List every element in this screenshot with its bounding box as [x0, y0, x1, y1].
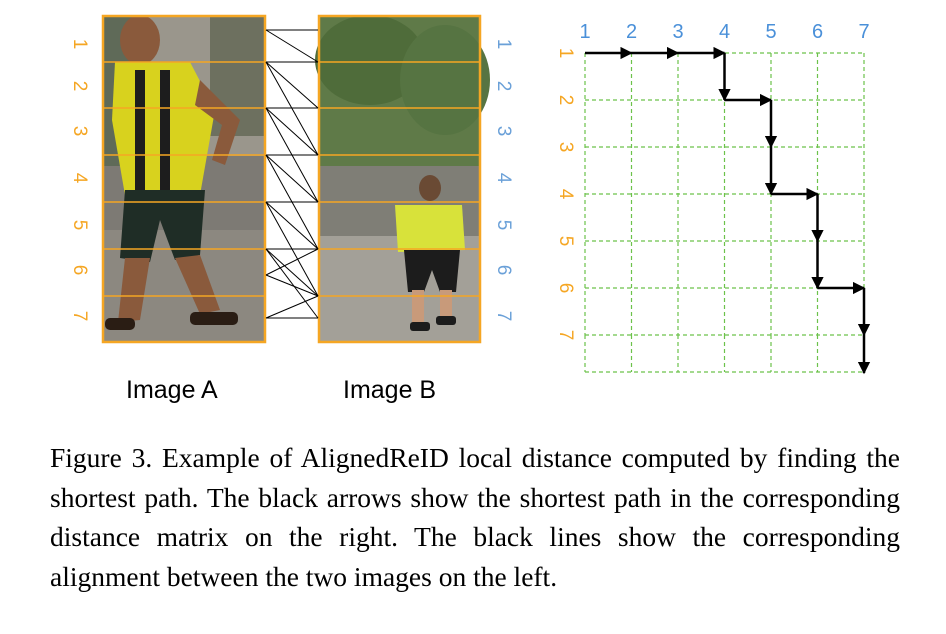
image-a-stripe-number: 2	[69, 81, 90, 92]
image-a-stripe-number: 1	[69, 39, 90, 50]
image-a-stripe-number: 7	[69, 311, 90, 322]
image-b-stripe-numbers: 1 2 3 4 5 6 7	[493, 39, 514, 322]
image-b-stripe-number: 7	[493, 311, 514, 322]
alignment-line	[265, 248, 319, 319]
alignment-lines	[265, 29, 319, 319]
figure-caption: Figure 3. Example of AlignedReID local d…	[50, 442, 900, 592]
alignment-line	[265, 107, 319, 156]
matrix-column-number: 3	[672, 21, 683, 43]
matrix-column-number: 1	[579, 21, 590, 43]
image-a-label: Image A	[126, 376, 218, 404]
matrix-row-numbers: 1 2 3 4 5 6 7	[555, 48, 576, 341]
image-a-stripe-number: 6	[69, 265, 90, 276]
image-b-stripe-number: 4	[493, 173, 514, 184]
alignment-line	[265, 107, 319, 203]
image-b-stripe-number: 3	[493, 126, 514, 137]
image-b-photo	[315, 15, 490, 342]
alignment-line	[265, 201, 319, 250]
alignment-line	[265, 274, 319, 297]
matrix-row-number: 7	[555, 330, 576, 341]
matrix-row-number: 4	[555, 189, 576, 200]
image-a-stripe-number: 3	[69, 126, 90, 137]
matrix-column-number: 5	[765, 21, 776, 43]
alignment-line	[265, 154, 319, 203]
image-a-stripe-numbers: 1 2 3 4 5 6 7	[69, 39, 90, 322]
matrix-row-number: 6	[555, 283, 576, 294]
alignment-line	[265, 29, 319, 63]
alignment-line	[265, 295, 319, 319]
alignment-line	[265, 248, 319, 276]
alignment-line	[265, 61, 319, 109]
image-a-border	[101, 14, 267, 344]
alignment-figure: 1 2 3 4 5 6 7 1 2 3 4 5 6 7 1 2 3 4 5 6 7 1 2 3 4 5 6 7	[69, 14, 871, 375]
matrix-row-number: 5	[555, 236, 576, 247]
matrix-column-number: 4	[719, 21, 730, 43]
image-b-stripe-number: 1	[493, 39, 514, 50]
alignment-line	[265, 248, 319, 297]
image-b-stripe-number: 2	[493, 81, 514, 92]
image-b-stripe-lines	[319, 61, 480, 297]
image-b-border	[317, 14, 482, 344]
matrix-row-number: 3	[555, 142, 576, 153]
matrix-row-number: 2	[555, 95, 576, 106]
matrix-column-number: 2	[626, 21, 637, 43]
alignment-line	[265, 61, 319, 156]
image-a-photo	[103, 15, 265, 342]
image-a-stripe-number: 5	[69, 220, 90, 231]
shortest-path-arrows	[585, 46, 871, 375]
matrix-row-number: 1	[555, 48, 576, 59]
image-b-stripe-number: 5	[493, 220, 514, 231]
image-a-stripe-number: 4	[69, 173, 90, 184]
image-a-stripe-lines	[103, 61, 265, 297]
matrix-column-number: 6	[812, 21, 823, 43]
image-b-label: Image B	[343, 376, 437, 404]
alignment-line	[265, 201, 319, 297]
alignment-line	[265, 154, 319, 250]
matrix-column-number: 7	[858, 21, 869, 43]
matrix-column-numbers: 1 2 3 4 5 6 7	[579, 21, 869, 43]
image-b-stripe-number: 6	[493, 265, 514, 276]
